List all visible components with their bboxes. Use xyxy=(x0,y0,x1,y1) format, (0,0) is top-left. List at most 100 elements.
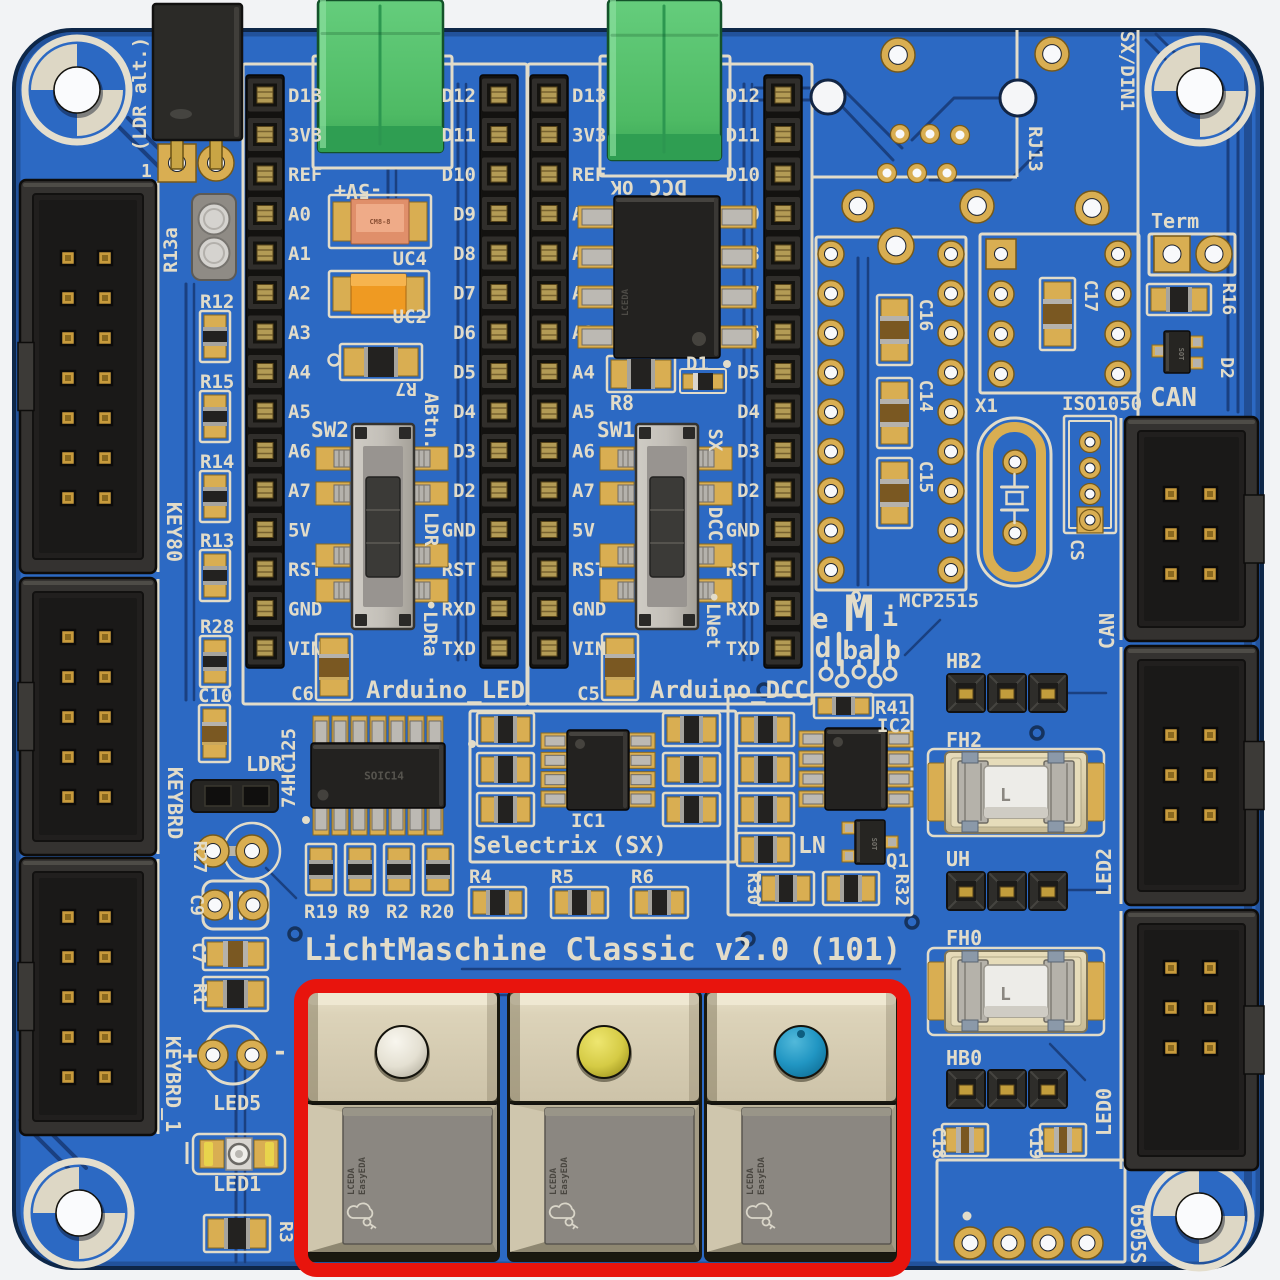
shape-rect xyxy=(854,819,886,865)
label-c6: C6 xyxy=(291,683,314,705)
connector-keybrd[interactable] xyxy=(17,576,158,857)
shape-rect xyxy=(888,753,910,765)
shape-rect xyxy=(505,890,509,915)
shape-rect xyxy=(247,1218,267,1249)
connector-led0[interactable] xyxy=(1123,908,1265,1172)
shape-rect xyxy=(1166,287,1192,312)
shape-rect xyxy=(859,875,876,902)
chip-r32 xyxy=(821,870,881,907)
shape-rect xyxy=(735,791,796,828)
shape-circle xyxy=(235,1150,243,1158)
connector-led2[interactable] xyxy=(1123,644,1265,907)
switch-sw2[interactable] xyxy=(315,422,449,631)
connector-key80[interactable] xyxy=(17,178,158,575)
shape-rect xyxy=(395,347,419,377)
shape-rect xyxy=(1128,649,1255,653)
shape-rect xyxy=(1168,812,1174,818)
shape-rect xyxy=(721,288,753,306)
shape-rect xyxy=(348,860,372,864)
shape-circle xyxy=(1000,1234,1018,1252)
header-hb0[interactable] xyxy=(946,1069,1068,1109)
shape-rect xyxy=(880,316,909,321)
shape-rect xyxy=(661,791,722,828)
shape-rect xyxy=(554,890,571,915)
shape-rect xyxy=(65,335,71,341)
label-sw2: SW2 xyxy=(311,418,349,442)
shape-rect xyxy=(308,993,318,1101)
label-can-conn: CAN xyxy=(1095,613,1119,649)
shape-rect xyxy=(494,756,498,783)
shape-rect xyxy=(202,742,227,759)
label-header-arduino-dcc-right-D3: D3 xyxy=(737,441,760,463)
label-r12: R12 xyxy=(200,291,234,313)
shape-ellipse xyxy=(170,109,192,119)
shape-circle xyxy=(362,1217,372,1227)
fuse-fh0[interactable]: L xyxy=(926,946,1106,1037)
shape-rect xyxy=(151,2,244,142)
header-uh[interactable] xyxy=(946,871,1068,911)
chip-r2 xyxy=(382,842,416,897)
shape-rect xyxy=(490,165,508,183)
label-header-arduino-led-left-A7: A7 xyxy=(288,480,311,502)
shape-rect xyxy=(467,885,528,920)
header-hb2[interactable] xyxy=(946,673,1068,713)
shape-rect xyxy=(680,796,684,823)
terminal-5v[interactable] xyxy=(316,0,445,154)
hole-2 xyxy=(809,78,847,116)
label-cs: CS xyxy=(1066,539,1087,561)
shape-circle xyxy=(824,523,838,538)
shape-rect xyxy=(102,1074,108,1080)
label-hb2: HB2 xyxy=(946,649,982,673)
shape-rect xyxy=(65,1034,71,1040)
shape-rect xyxy=(617,449,635,468)
shape-circle xyxy=(833,737,843,747)
chip-r5 xyxy=(549,885,610,920)
shape-rect xyxy=(203,668,227,684)
shape-rect xyxy=(494,716,517,743)
connector-keybrd-1[interactable] xyxy=(17,856,158,1137)
shape-rect xyxy=(880,339,909,344)
fiducial-bottom-right xyxy=(1143,1160,1255,1272)
shape-circle xyxy=(882,168,892,178)
shape-rect xyxy=(201,975,270,1013)
terminal-dcc[interactable] xyxy=(606,0,723,162)
switch-sw1[interactable] xyxy=(599,422,733,631)
label-lnet: •LNet xyxy=(702,591,724,648)
shape-rect xyxy=(773,756,777,783)
shape-rect xyxy=(333,449,351,468)
footprint-iso1050 xyxy=(985,238,1132,388)
shape-circle xyxy=(1111,247,1125,261)
shape-circle xyxy=(944,405,958,419)
shape-rect xyxy=(1168,531,1174,537)
shape-rect xyxy=(203,503,227,519)
shape-rect xyxy=(102,415,108,421)
shape-rect xyxy=(356,204,404,232)
fuse-marking: L xyxy=(1000,984,1011,1005)
shape-rect xyxy=(203,407,227,426)
shape-rect xyxy=(1040,688,1056,700)
fuse-fh2[interactable]: L xyxy=(926,747,1106,838)
shape-rect xyxy=(421,842,455,897)
fuse-marking: L xyxy=(1000,785,1011,806)
shape-line xyxy=(974,899,984,909)
shape-rect xyxy=(256,402,274,420)
connector-can[interactable] xyxy=(1123,415,1265,643)
shape-rect xyxy=(1038,1122,1088,1158)
shape-rect xyxy=(630,754,652,766)
shape-rect xyxy=(490,363,508,380)
shape-rect xyxy=(613,195,721,359)
label-sw1: SW1 xyxy=(597,418,635,442)
shape-rect xyxy=(1145,282,1213,317)
pads-led5[interactable] xyxy=(197,1024,268,1086)
shape-line xyxy=(974,701,984,711)
led1[interactable] xyxy=(191,1132,287,1176)
shape-path xyxy=(571,1223,579,1230)
chip-c15 xyxy=(875,456,914,530)
shape-rect xyxy=(881,730,885,808)
shape-rect xyxy=(651,359,655,389)
chip-r1 xyxy=(201,975,270,1013)
shape-rect xyxy=(102,754,108,760)
